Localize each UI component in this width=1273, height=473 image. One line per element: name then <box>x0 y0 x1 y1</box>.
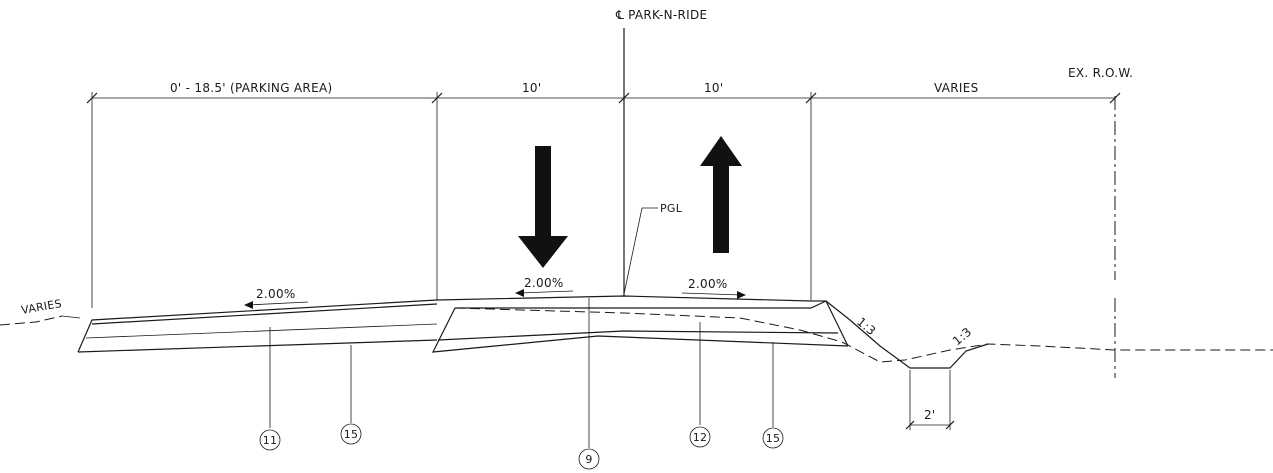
callout-15b-bubble <box>762 427 784 449</box>
slope-lane-left-label: 2.00% <box>524 276 564 290</box>
side-slope-2-label: 1:3 <box>950 325 974 349</box>
pgl-leader <box>623 207 658 295</box>
callout-11-bubble <box>259 429 281 451</box>
slope-lane-left-arrowhead-icon <box>515 289 524 297</box>
ditch <box>825 300 1273 369</box>
arrow-down-icon <box>518 146 568 268</box>
dim-varies-right-label: VARIES <box>934 81 979 95</box>
pgl-label: PGL <box>660 202 683 215</box>
callout-15a-bubble <box>340 423 362 445</box>
slope-parking-label: 2.00% <box>256 287 296 301</box>
ditch-width-label: 2' <box>924 408 936 422</box>
callout-11-label: 11 <box>263 434 278 447</box>
slope-lane-left-arrow <box>518 290 574 294</box>
callout-9-bubble <box>578 448 600 470</box>
side-slope-1-label: 1:3 <box>854 315 878 339</box>
dim-lane-left-label: 10' <box>522 81 541 95</box>
lane-pavement <box>431 295 849 353</box>
slope-parking-arrowhead-icon <box>244 301 253 309</box>
slope-lane-right-label: 2.00% <box>688 277 728 291</box>
varies-left-label: VARIES <box>20 297 63 317</box>
centerline-label: ℄ PARK-N-RIDE <box>615 8 707 22</box>
dim-lane-right-label: 10' <box>704 81 723 95</box>
slope-parking-arrow <box>247 301 309 306</box>
callout-15a-label: 15 <box>344 428 359 441</box>
slope-lane-right-arrowhead-icon <box>737 291 746 299</box>
callout-9-label: 9 <box>585 453 592 466</box>
parking-pavement <box>77 299 438 353</box>
row-label: EX. R.O.W. <box>1068 66 1133 80</box>
varies-left-leader <box>61 315 81 319</box>
dimension-ticks <box>86 92 1121 104</box>
callout-12-bubble <box>689 426 711 448</box>
arrow-up-icon <box>700 136 742 253</box>
callout-15b-label: 15 <box>766 432 781 445</box>
slope-lane-right-arrow <box>681 292 743 296</box>
dim-parking-label: 0' - 18.5' (PARKING AREA) <box>170 81 332 95</box>
callout-12-label: 12 <box>693 431 708 444</box>
existing-ground-left <box>0 315 63 326</box>
